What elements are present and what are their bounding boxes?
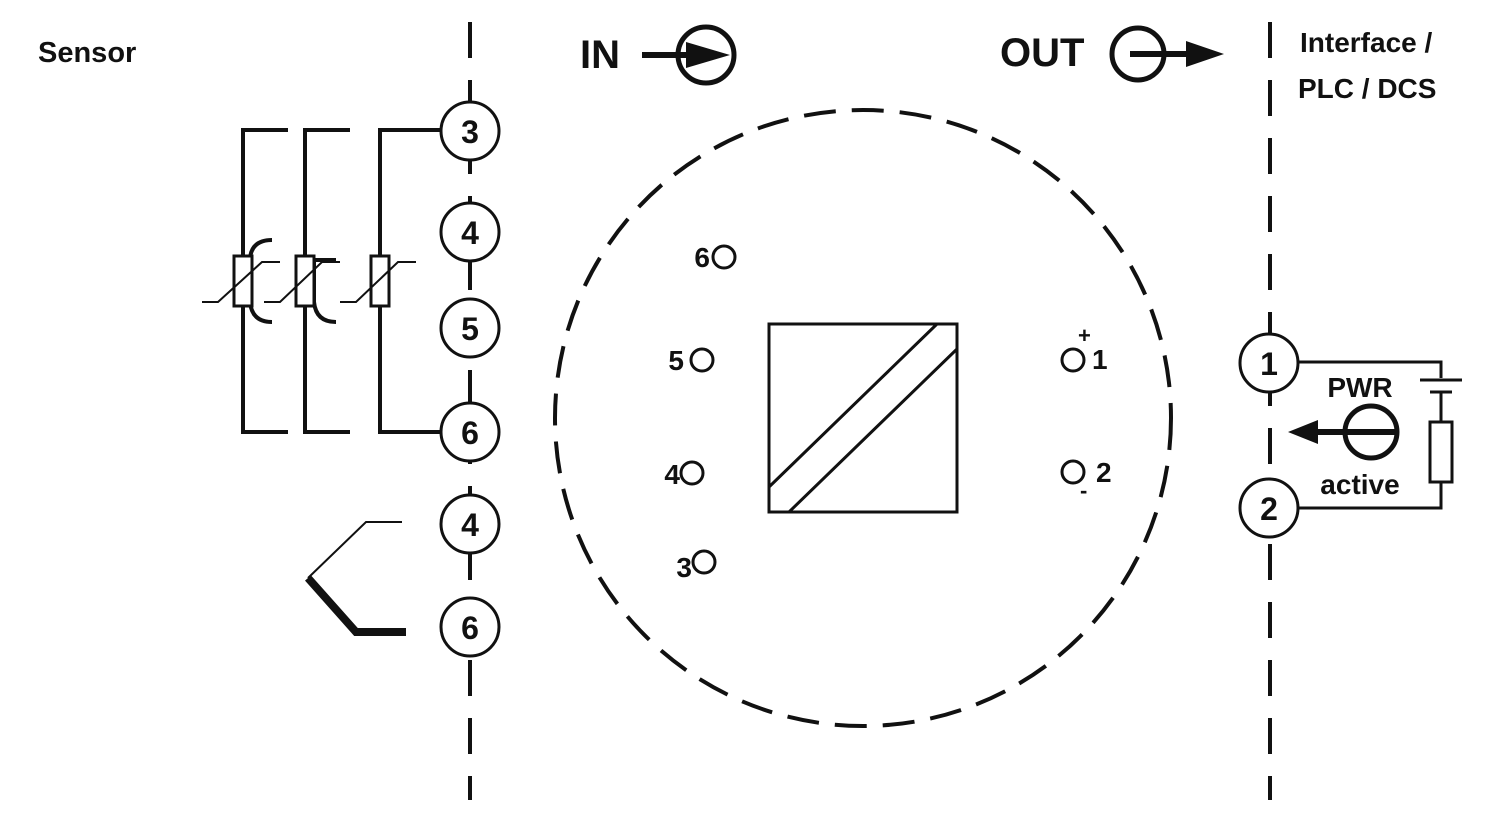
plus-sign: +: [1078, 323, 1091, 348]
terminal-number: 5: [461, 311, 479, 347]
thermocouple-terminal-4: 4: [439, 493, 501, 555]
input-terminal-5: 5: [439, 297, 501, 359]
terminal-number: 2: [1260, 491, 1278, 527]
sensor-label: Sensor: [38, 37, 136, 69]
output-terminal-1: 1: [1238, 332, 1300, 394]
interface-label-line1: Interface /: [1300, 27, 1432, 58]
output-terminal-2: 2: [1238, 477, 1300, 539]
thermal-indicator: [202, 261, 416, 303]
internal-input-6: 6: [694, 242, 737, 273]
load-resistor-icon: [1428, 420, 1454, 484]
out-arrow-icon: [1109, 25, 1224, 83]
svg-text:5: 5: [668, 345, 684, 376]
input-terminal-3: 3: [439, 100, 501, 162]
terminal-number: 4: [461, 215, 479, 251]
terminal-number: 4: [461, 507, 479, 543]
svg-text:4: 4: [664, 459, 680, 490]
device-boundary: [553, 108, 1173, 728]
in-label: IN: [580, 33, 620, 77]
current-source-icon: [1288, 403, 1400, 461]
input-terminal-4: 4: [439, 201, 501, 263]
isolator-symbol: [767, 322, 959, 514]
internal-input-5: 5: [668, 345, 715, 376]
internal-input-3: 3: [676, 549, 717, 583]
rtd-wiring: [241, 128, 440, 434]
out-label: OUT: [1000, 31, 1084, 75]
svg-text:1: 1: [1092, 344, 1108, 375]
active-label: active: [1320, 469, 1399, 500]
internal-input-4: 4: [664, 459, 705, 490]
rtd-resistor-icon: [232, 254, 391, 308]
minus-sign: -: [1080, 478, 1087, 503]
pwr-label: PWR: [1327, 372, 1392, 403]
in-arrow-icon: [642, 24, 737, 86]
terminal-number: 1: [1260, 346, 1278, 382]
terminal-number: 6: [461, 415, 479, 451]
terminal-number: 6: [461, 610, 479, 646]
input-terminal-6: 6: [439, 401, 501, 463]
output-wiring: [1298, 360, 1462, 510]
interface-label-line2: PLC / DCS: [1298, 73, 1436, 104]
internal-output-1: + 1: [1060, 323, 1108, 375]
terminal-number: 3: [461, 114, 479, 150]
thermocouple-icon: [305, 521, 406, 636]
svg-text:3: 3: [676, 552, 692, 583]
internal-output-2: - 2: [1060, 457, 1112, 503]
svg-text:6: 6: [694, 242, 710, 273]
svg-text:2: 2: [1096, 457, 1112, 488]
thermocouple-terminal-6: 6: [439, 596, 501, 658]
